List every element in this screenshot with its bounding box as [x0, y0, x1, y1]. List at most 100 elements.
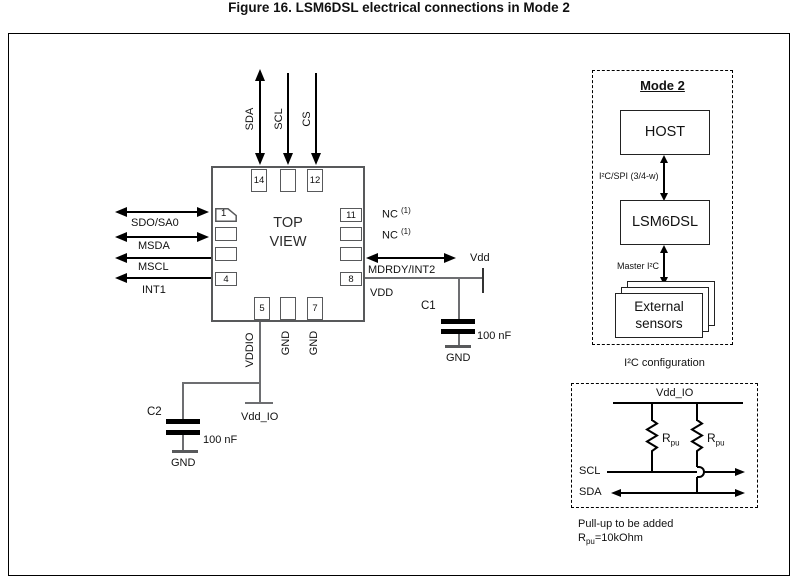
- i2c-scl-line: [607, 471, 735, 473]
- msda-label: MSDA: [138, 240, 170, 252]
- sda-label: SDA: [244, 107, 256, 131]
- i2c-scl-arrow-right-icon: [735, 468, 745, 476]
- pin-number-1: 1: [221, 208, 227, 219]
- nc-text-2: NC: [382, 229, 398, 242]
- i2c-rail-line: [613, 402, 743, 404]
- i2c-panel-box: [571, 383, 758, 508]
- c1-lead-bottom: [458, 334, 460, 345]
- i2c-vdd-io-label: Vdd_IO: [656, 387, 694, 399]
- master-i2c-label: Master I²C: [617, 261, 660, 271]
- sensors-label-line2: sensors: [635, 315, 683, 331]
- nc-label-2: NC (1): [382, 227, 411, 242]
- host-bus-label: I²C/SPI (3/4-w): [599, 171, 659, 181]
- c1-plate-bottom: [441, 329, 475, 334]
- lsm6dsl-label: LSM6DSL: [631, 214, 699, 231]
- pin-number-12: 12: [309, 175, 321, 186]
- pad-5: 5: [254, 297, 270, 320]
- scl-label: SCL: [273, 108, 285, 130]
- mode2-title: Mode 2: [640, 78, 685, 93]
- c2-value: 100 nF: [203, 434, 238, 446]
- i2c-scl-label: SCL: [579, 465, 601, 477]
- c2-gnd-label: GND: [171, 457, 196, 469]
- pad-10: [340, 227, 362, 241]
- sda-arrow-up-icon: [255, 69, 265, 81]
- int1-arrow-left-icon: [115, 273, 127, 283]
- c2-plate-top: [166, 419, 200, 424]
- sensors-label-line1: External: [634, 299, 684, 315]
- host-label: HOST: [644, 124, 686, 141]
- pullup-note-line1: Pull-up to be added: [578, 518, 674, 530]
- host-lsm-arrow-down-icon: [660, 193, 668, 201]
- pad-7: 7: [307, 297, 323, 320]
- c2-lead-top: [182, 382, 184, 419]
- vdd-wire: [365, 277, 484, 279]
- rpu2-lead-bottom: [696, 477, 698, 493]
- mdrdy-int2-arrow-right-icon: [444, 253, 456, 263]
- pad-9: [340, 247, 362, 261]
- figure-border: [8, 33, 790, 576]
- pad-4: 4: [215, 272, 237, 286]
- c1-gnd-tick: [445, 345, 471, 348]
- vdd-io-rail-tick: [245, 402, 273, 404]
- host-box: HOST: [620, 110, 710, 155]
- c1-lead-top: [458, 277, 460, 319]
- mdrdy-int2-wire: [378, 257, 444, 259]
- nc-superscript-1: (1): [400, 206, 411, 215]
- mdrdy-int2-arrow-left-icon: [366, 253, 378, 263]
- rpu1-r-text: R: [662, 431, 671, 445]
- figure-title: Figure 16. LSM6DSL electrical connection…: [228, 0, 570, 15]
- pad-8: 8: [340, 272, 362, 286]
- sda-arrow-down-icon: [255, 153, 265, 165]
- host-lsm-arrow-up-icon: [660, 155, 668, 163]
- pad-14: 14: [251, 169, 267, 192]
- mode2-panel-box: [592, 70, 733, 345]
- pin-number-11: 11: [346, 209, 356, 221]
- scl-arrow-down-icon: [283, 153, 293, 165]
- rpu2-resistor-icon: [690, 420, 704, 454]
- sensors-box-front: External sensors: [615, 293, 703, 338]
- vdd-io-rail-label: Vdd_IO: [241, 411, 279, 423]
- c1-plate-top: [441, 319, 475, 324]
- c2-plate-bottom: [166, 430, 200, 435]
- sdo-sa0-arrow-right-icon: [197, 207, 209, 217]
- rpu2-lead-mid: [696, 453, 698, 467]
- i2c-sda-label: SDA: [579, 486, 602, 498]
- sdo-sa0-wire: [127, 211, 198, 213]
- c1-gnd-label: GND: [446, 352, 471, 364]
- lsm6dsl-box: LSM6DSL: [620, 200, 710, 245]
- pad-6: [280, 297, 296, 320]
- vdd-pin-label: VDD: [370, 287, 394, 299]
- rpu1-lead-bottom: [651, 453, 653, 472]
- sdo-sa0-arrow-left-icon: [115, 207, 127, 217]
- c2-name: C2: [147, 406, 162, 418]
- pad-2: [215, 227, 237, 241]
- i2c-configuration-caption: I²C configuration: [624, 357, 705, 369]
- pad-13: [280, 169, 296, 192]
- lsm-sensors-arrow-wire: [663, 251, 665, 278]
- mscl-arrow-left-icon: [115, 253, 127, 263]
- c2-gnd-tick: [172, 450, 198, 453]
- nc-text-1: NC: [382, 208, 398, 221]
- vdd-rail-bar: [482, 268, 484, 293]
- rpu2-sub-text: pu: [715, 438, 725, 448]
- pad-11: 11: [340, 208, 362, 222]
- vddio-label: VDDIO: [244, 332, 256, 368]
- rpu2-lead-top: [696, 403, 698, 421]
- mdrdy-int2-label: MDRDY/INT2: [368, 264, 436, 276]
- pad-3: [215, 247, 237, 261]
- gnd-label-a: GND: [280, 330, 292, 356]
- rpu1-label: Rpu: [662, 431, 680, 448]
- i2c-sda-line: [621, 492, 735, 494]
- rpu2-label: Rpu: [707, 431, 725, 448]
- msda-arrow-left-icon: [115, 232, 127, 242]
- chip-top-view-line1: TOP: [273, 215, 303, 231]
- rpu2-wire-hop: [697, 466, 705, 478]
- int1-wire: [127, 277, 211, 279]
- chip-top-view-line2: VIEW: [269, 233, 307, 250]
- pin-number-4: 4: [223, 273, 229, 285]
- note-r-text: R: [578, 532, 586, 544]
- int1-label: INT1: [142, 284, 166, 296]
- rpu1-resistor-icon: [645, 420, 659, 454]
- host-lsm-arrow-wire: [663, 161, 665, 194]
- pin-number-5: 5: [259, 303, 265, 314]
